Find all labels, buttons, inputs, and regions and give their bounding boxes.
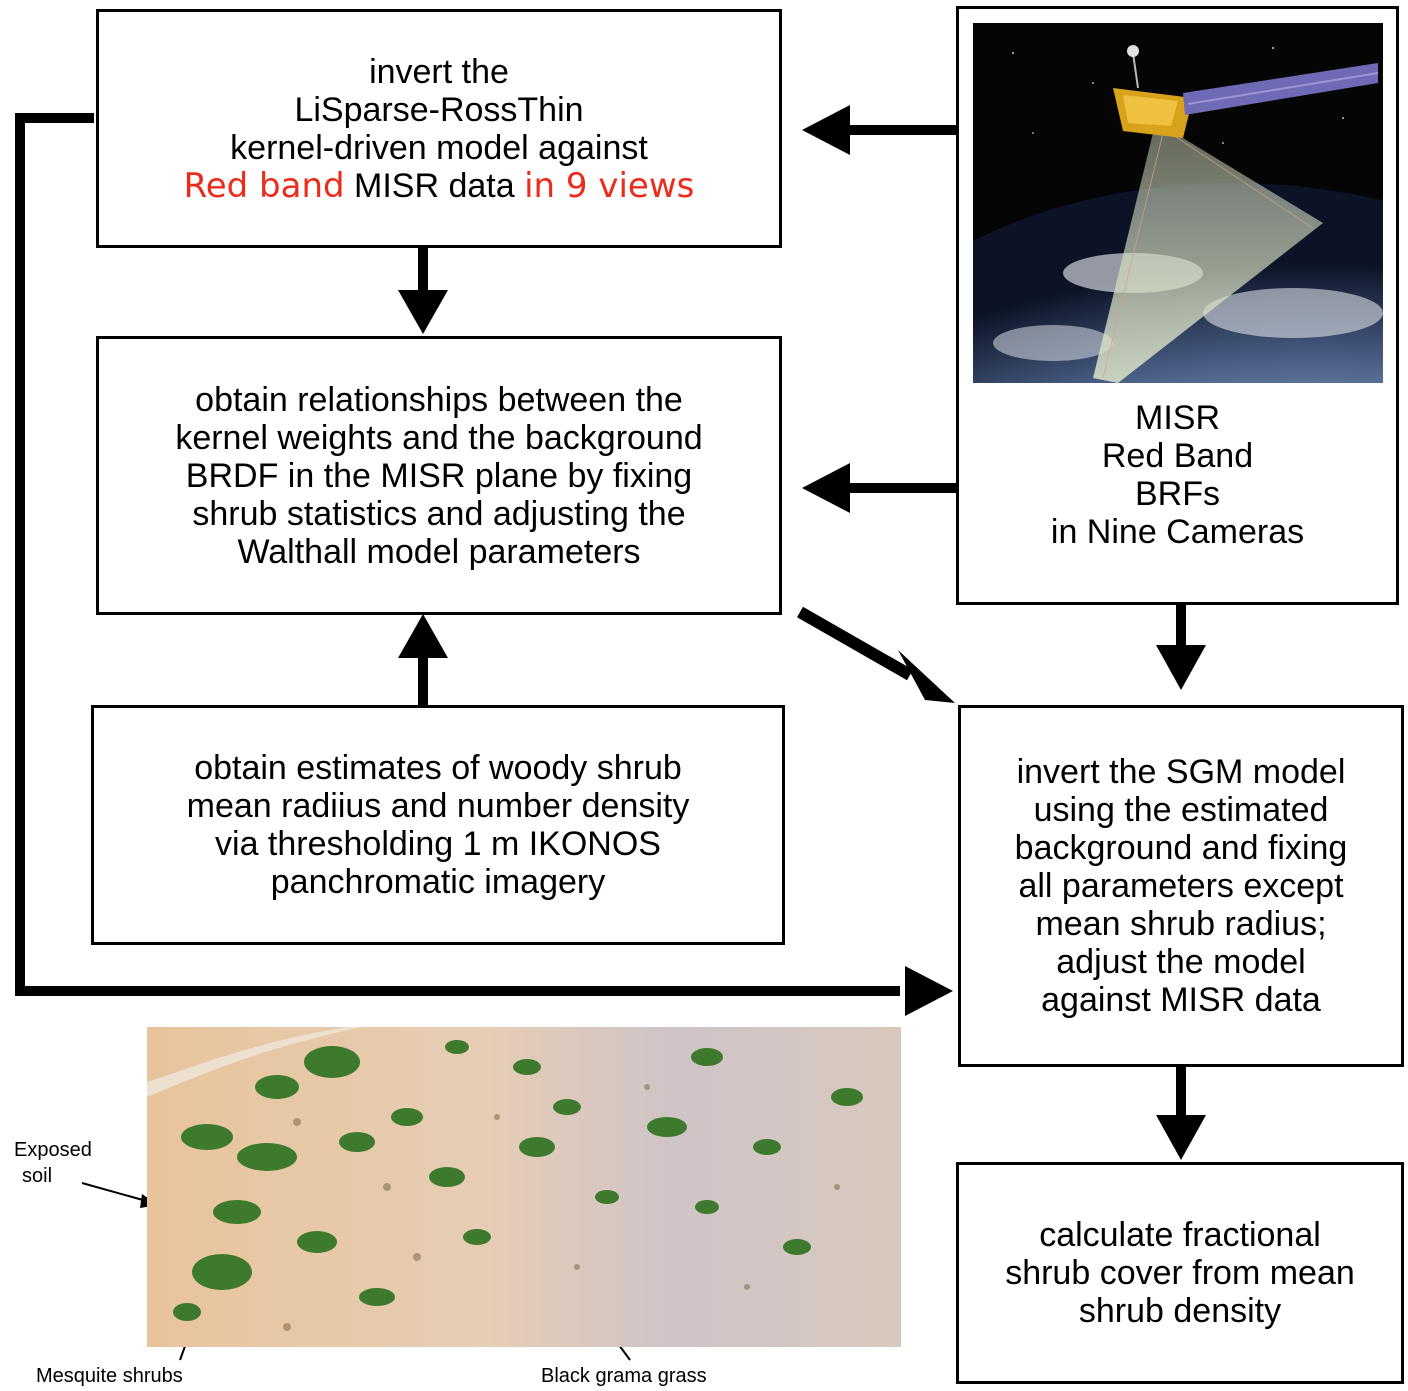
estimates-line: mean radiius and number density	[186, 787, 690, 825]
misr-satellite-image	[973, 23, 1383, 383]
calculate-line: calculate fractional	[1039, 1216, 1321, 1254]
arrowhead-misr-to-sgm	[1156, 645, 1206, 690]
sgm-line: adjust the model	[1056, 943, 1306, 981]
exposed-soil-label-line2: soil	[22, 1165, 53, 1187]
misr-line: BRFs	[1135, 475, 1220, 513]
kernel-box-line4: Red band MISR data in 9 views	[184, 167, 695, 205]
estimates-line: panchromatic imagery	[270, 863, 606, 901]
arrowhead-misr-to-relationships	[802, 463, 850, 513]
arrowhead-misr-to-kernel	[802, 105, 850, 155]
sgm-line: mean shrub radius;	[1035, 905, 1327, 943]
relationships-line: shrub statistics and adjusting the	[192, 494, 686, 533]
misr-line: in Nine Cameras	[1050, 513, 1305, 551]
sgm-line: using the estimated	[1033, 791, 1329, 829]
field-aerial-photo	[147, 1027, 901, 1347]
estimates-line: via thresholding 1 m IKONOS	[215, 825, 661, 863]
misr-line: Red Band	[1101, 437, 1254, 475]
arrowhead-kernel-loop-to-sgm	[905, 966, 953, 1016]
relationships-box: obtain relationships between the kernel …	[96, 336, 782, 615]
kernel-box-line2: LiSparse-RossThin	[294, 90, 584, 129]
sgm-line: invert the SGM model	[1016, 753, 1346, 791]
kernel-box-line3: kernel-driven model against	[230, 128, 648, 167]
estimates-line: obtain estimates of woody shrub	[194, 749, 682, 787]
relationships-line: kernel weights and the background	[175, 418, 703, 457]
calculate-shrub-cover-box: calculate fractional shrub cover from me…	[956, 1162, 1404, 1384]
relationships-line: obtain relationships between the	[195, 380, 683, 419]
exposed-soil-label-line1: Exposed	[14, 1139, 92, 1161]
arrowhead-sgm-to-calculate	[1156, 1115, 1206, 1160]
mesquite-shrubs-label: Mesquite shrubs	[36, 1365, 183, 1387]
arrowhead-kernel-to-relationships	[398, 290, 448, 334]
invert-kernel-model-box: invert the LiSparse-RossThin kernel-driv…	[96, 9, 782, 248]
calculate-line: shrub cover from mean	[1005, 1254, 1355, 1292]
relationships-line: Walthall model parameters	[237, 532, 641, 571]
red-band-label: Red band	[183, 165, 345, 206]
sgm-line: all parameters except	[1018, 867, 1344, 905]
misr-line: MISR	[1135, 399, 1220, 437]
nine-views-label: in 9 views	[524, 165, 695, 206]
arrow-relationships-to-sgm	[797, 606, 913, 681]
arrow-kernel-loop-to-sgm	[15, 113, 900, 996]
sgm-line: background and fixing	[1014, 829, 1348, 867]
calculate-line: shrub density	[1078, 1292, 1282, 1330]
arrowhead-estimates-to-relationships	[398, 614, 448, 658]
black-grama-grass-label: Black grama grass	[541, 1365, 707, 1387]
arrowhead-relationships-to-sgm	[898, 650, 955, 703]
annot-exposed-soil-arrow	[81, 1182, 151, 1203]
relationships-line: BRDF in the MISR plane by fixing	[185, 456, 693, 495]
sgm-line: against MISR data	[1041, 981, 1321, 1019]
shrub-estimates-box: obtain estimates of woody shrub mean rad…	[91, 705, 785, 945]
kernel-box-line1: invert the	[369, 52, 509, 91]
misr-data-label: MISR data	[354, 166, 515, 205]
invert-sgm-model-box: invert the SGM model using the estimated…	[958, 705, 1404, 1067]
